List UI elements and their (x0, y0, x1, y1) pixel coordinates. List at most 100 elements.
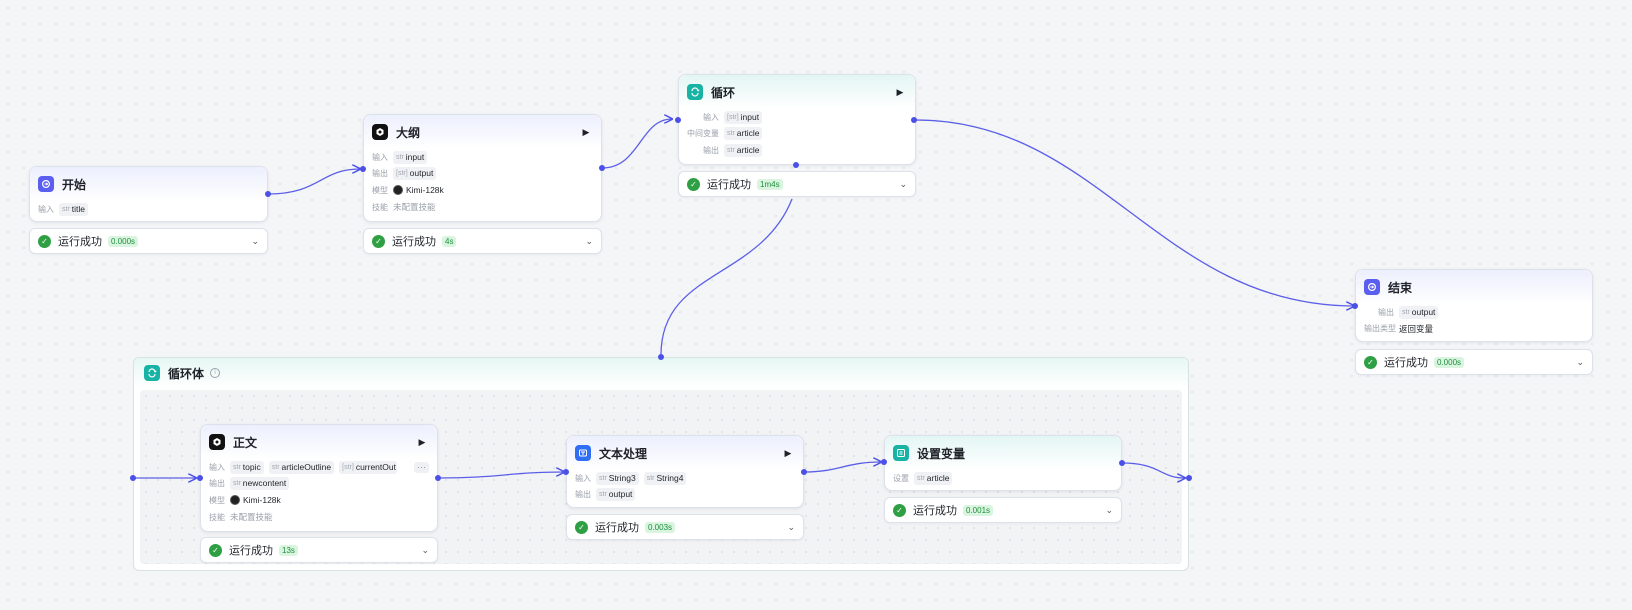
text-process-icon (575, 445, 591, 461)
param-row: 输出 [str]output (372, 166, 593, 183)
start-icon (38, 176, 54, 192)
duration-badge: 0.000s (108, 235, 139, 247)
loop-body-entry-handle[interactable] (658, 354, 664, 360)
model-name: Kimi-128k (243, 495, 281, 506)
setvar-input-handle[interactable] (881, 459, 887, 465)
param-label: 输出 (703, 145, 719, 155)
success-check-icon: ✓ (575, 520, 588, 534)
body-input-handle[interactable] (197, 475, 203, 481)
param-label: 输入 (209, 462, 225, 472)
outline-status-bar[interactable]: ✓ 运行成功 4s ⌄ (363, 228, 602, 254)
loop-body-title: 循环体 (168, 366, 205, 381)
textproc-input-handle[interactable] (563, 469, 569, 475)
node-title: 循环 (711, 85, 736, 100)
loop-inner-end-handle[interactable] (1186, 475, 1192, 481)
variable-icon (893, 445, 909, 461)
param-label: 技能 (209, 512, 225, 522)
param-label: 中间变量 (687, 129, 719, 139)
run-play-icon[interactable]: ▶ (896, 86, 904, 97)
success-check-icon: ✓ (372, 234, 385, 248)
run-play-icon[interactable]: ▶ (784, 447, 792, 458)
skill-value: 未配置技能 (393, 202, 436, 213)
chevron-down-icon[interactable]: ⌄ (421, 544, 429, 555)
duration-badge: 13s (279, 544, 298, 556)
param-label: 输出 (1378, 307, 1394, 317)
chevron-down-icon[interactable]: ⌄ (787, 521, 795, 532)
chevron-down-icon[interactable]: ⌄ (1576, 356, 1584, 367)
edge-outline-loop (601, 119, 672, 169)
param-row: 技能 未配置技能 (372, 199, 593, 216)
param-label: 模型 (209, 495, 225, 505)
llm-icon (209, 434, 225, 450)
param-label: 输入 (575, 473, 591, 483)
status-text: 运行成功 (913, 505, 957, 517)
success-check-icon: ✓ (209, 543, 222, 557)
loop-icon (687, 84, 703, 100)
start-status-bar[interactable]: ✓ 运行成功 0.000s ⌄ (29, 228, 268, 254)
end-input-handle[interactable] (1352, 303, 1358, 309)
chevron-down-icon[interactable]: ⌄ (1105, 504, 1113, 515)
model-logo-icon (230, 495, 240, 506)
loop-input-handle[interactable] (675, 117, 681, 123)
more-icon[interactable]: ··· (414, 461, 429, 473)
success-check-icon: ✓ (893, 503, 906, 517)
variable-tag: [str]input (724, 110, 763, 124)
param-label: 输入 (38, 204, 54, 214)
setvar-output-handle[interactable] (1119, 460, 1125, 466)
param-label: 模型 (372, 185, 388, 195)
end-status-bar[interactable]: ✓ 运行成功 0.000s ⌄ (1355, 349, 1593, 375)
run-play-icon[interactable]: ▶ (582, 126, 590, 137)
param-row: 模型 Kimi-128k (209, 492, 429, 509)
param-row: 输出类型 返回变量 (1364, 321, 1584, 338)
param-row: 技能 未配置技能 (209, 509, 429, 526)
body-output-handle[interactable] (435, 475, 441, 481)
variable-tag: [str]output (393, 167, 437, 181)
status-text: 运行成功 (707, 179, 751, 191)
chevron-down-icon[interactable]: ⌄ (899, 178, 907, 189)
loop-output-handle[interactable] (911, 117, 917, 123)
body-status-bar[interactable]: ✓ 运行成功 13s ⌄ (200, 537, 438, 563)
outline-output-handle[interactable] (599, 165, 605, 171)
success-check-icon: ✓ (687, 177, 700, 191)
loop-body-handle[interactable] (793, 162, 799, 168)
param-row: 模型 Kimi-128k (372, 182, 593, 199)
textproc-output-handle[interactable] (801, 469, 807, 475)
edge-loop-end (915, 119, 1354, 306)
duration-badge: 0.001s (963, 504, 994, 516)
loop-status-bar[interactable]: ✓ 运行成功 1m4s ⌄ (678, 171, 916, 197)
status-text: 运行成功 (229, 545, 273, 557)
loop-inner-start-handle[interactable] (130, 475, 136, 481)
setvar-status-bar[interactable]: ✓ 运行成功 0.001s ⌄ (884, 497, 1122, 523)
textproc-status-bar[interactable]: ✓ 运行成功 0.003s ⌄ (566, 514, 804, 540)
start-output-handle[interactable] (265, 191, 271, 197)
chevron-down-icon[interactable]: ⌄ (251, 235, 259, 246)
model-name: Kimi-128k (406, 185, 444, 196)
status-text: 运行成功 (595, 522, 639, 534)
info-icon[interactable]: i (210, 368, 221, 378)
variable-tag: [str]currentOut (339, 460, 398, 474)
duration-badge: 1m4s (757, 178, 783, 190)
chevron-down-icon[interactable]: ⌄ (585, 235, 593, 246)
run-play-icon[interactable]: ▶ (418, 436, 426, 447)
model-logo-icon (393, 185, 403, 196)
node-title: 结束 (1388, 280, 1413, 295)
node-title: 大纲 (396, 125, 421, 140)
outline-input-handle[interactable] (360, 166, 366, 172)
